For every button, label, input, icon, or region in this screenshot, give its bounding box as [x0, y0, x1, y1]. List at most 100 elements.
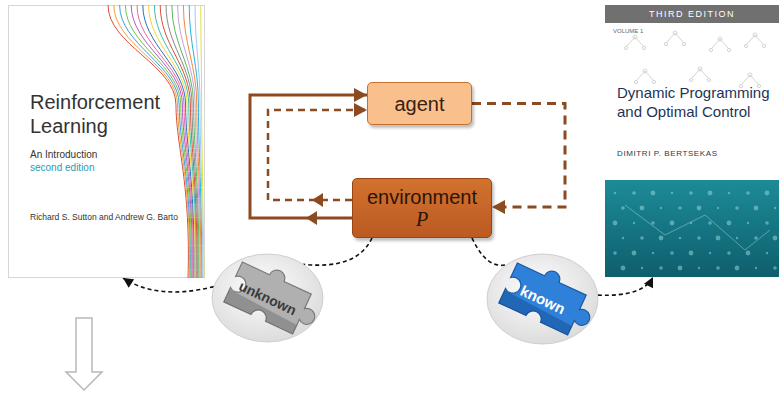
cover-dot	[698, 267, 700, 269]
arrow-head	[306, 211, 317, 225]
cover-line	[125, 5, 191, 278]
puzzle-piece-node: unknown	[210, 252, 325, 344]
node-text: unknown	[236, 278, 298, 318]
cover-dot	[632, 251, 637, 256]
cover-dot	[716, 266, 720, 270]
arrow-head	[644, 277, 653, 288]
node-text: P	[416, 208, 428, 230]
node-text: Richard S. Sutton and Andrew G. Barto	[30, 212, 205, 223]
art-part	[698, 67, 702, 71]
art-part	[633, 35, 637, 39]
node-text: known	[517, 281, 567, 316]
art-part	[682, 42, 685, 45]
art-part	[718, 37, 722, 41]
cover-dot	[670, 251, 674, 255]
book-border	[9, 6, 205, 278]
cover-dot	[735, 206, 739, 210]
cover-line	[160, 5, 197, 278]
book-cover: Reinforcement LearningAn Introductionsec…	[8, 5, 205, 278]
tree-sketch	[744, 33, 765, 48]
cover-dot	[766, 252, 768, 254]
cover-dot	[774, 207, 776, 209]
art-part	[635, 37, 644, 47]
art-part	[634, 80, 637, 83]
art-part	[750, 75, 759, 85]
art-part	[762, 44, 765, 47]
arrow-head	[492, 200, 505, 214]
arrow-head	[312, 193, 323, 207]
cover-dot	[708, 191, 713, 196]
connector-line	[598, 277, 653, 295]
cover-line	[143, 5, 194, 278]
art-part	[636, 71, 645, 81]
connector	[472, 238, 507, 265]
cover-line	[154, 5, 196, 278]
art-part	[707, 78, 710, 81]
tree-sketch	[634, 69, 655, 84]
cover-dot	[613, 251, 617, 255]
node-art	[8, 5, 205, 278]
cover-dot	[773, 266, 777, 270]
art-part	[748, 73, 752, 77]
cover-dot	[727, 221, 732, 226]
cover-dot	[690, 222, 692, 224]
cover-dot	[621, 266, 626, 271]
arrow-head	[354, 88, 367, 102]
puzzle-ground	[212, 254, 323, 342]
connector	[598, 277, 653, 295]
cover-dot	[755, 267, 757, 269]
puzzle-piece-node: known	[485, 252, 600, 346]
node-text: Reinforcement Learning	[30, 90, 180, 138]
cover-dot	[746, 191, 750, 195]
arrow-head	[123, 278, 134, 288]
connector	[123, 278, 214, 292]
environment-box: environmentP	[352, 178, 492, 238]
art-part	[664, 42, 667, 45]
art-part	[675, 33, 684, 43]
cover-line	[189, 5, 202, 278]
cover-dot	[773, 236, 778, 241]
art-part	[643, 69, 647, 73]
cover-line	[172, 5, 199, 278]
cover-dot	[746, 251, 751, 256]
connector	[303, 238, 372, 265]
cover-line	[195, 5, 203, 278]
cover-line	[120, 5, 191, 278]
art-part	[691, 69, 700, 79]
cover-line	[114, 5, 190, 278]
art-part	[709, 48, 712, 51]
cover-dot	[697, 236, 701, 240]
arrow-head	[354, 103, 367, 117]
cover-dot	[640, 206, 645, 211]
node-text: Dynamic Programming and Optimal Control	[617, 83, 775, 121]
puzzle-ground	[487, 254, 598, 344]
cover-line	[183, 5, 201, 278]
book-cover: THIRD EDITIONVOLUME 1Dynamic Programming…	[605, 5, 779, 277]
cover-line	[166, 5, 198, 278]
cover-dot	[727, 251, 731, 255]
cover-dot	[747, 222, 749, 224]
cover-dot	[640, 236, 644, 240]
art-part	[652, 80, 655, 83]
cover-dot	[717, 207, 719, 209]
node-text: second edition	[30, 161, 205, 174]
node-text: DIMITRI P. BERTSEKAS	[617, 149, 779, 159]
cover-line	[149, 5, 196, 278]
cover-dot	[652, 252, 654, 254]
art-part	[642, 46, 645, 49]
cover-dot	[641, 267, 643, 269]
art-part	[755, 35, 764, 45]
cover-dot	[651, 221, 655, 225]
connector-line	[250, 95, 367, 218]
node-text: agent	[394, 92, 444, 116]
art-part	[626, 37, 635, 47]
cover-dot	[689, 191, 693, 195]
art-part	[673, 31, 677, 35]
art-part	[624, 46, 627, 49]
cover-dot	[754, 206, 759, 211]
cover-dot	[659, 236, 664, 241]
cover-dot	[708, 221, 712, 225]
art-part	[744, 44, 747, 47]
cover-dot	[754, 236, 758, 240]
cover-dot	[728, 192, 730, 194]
